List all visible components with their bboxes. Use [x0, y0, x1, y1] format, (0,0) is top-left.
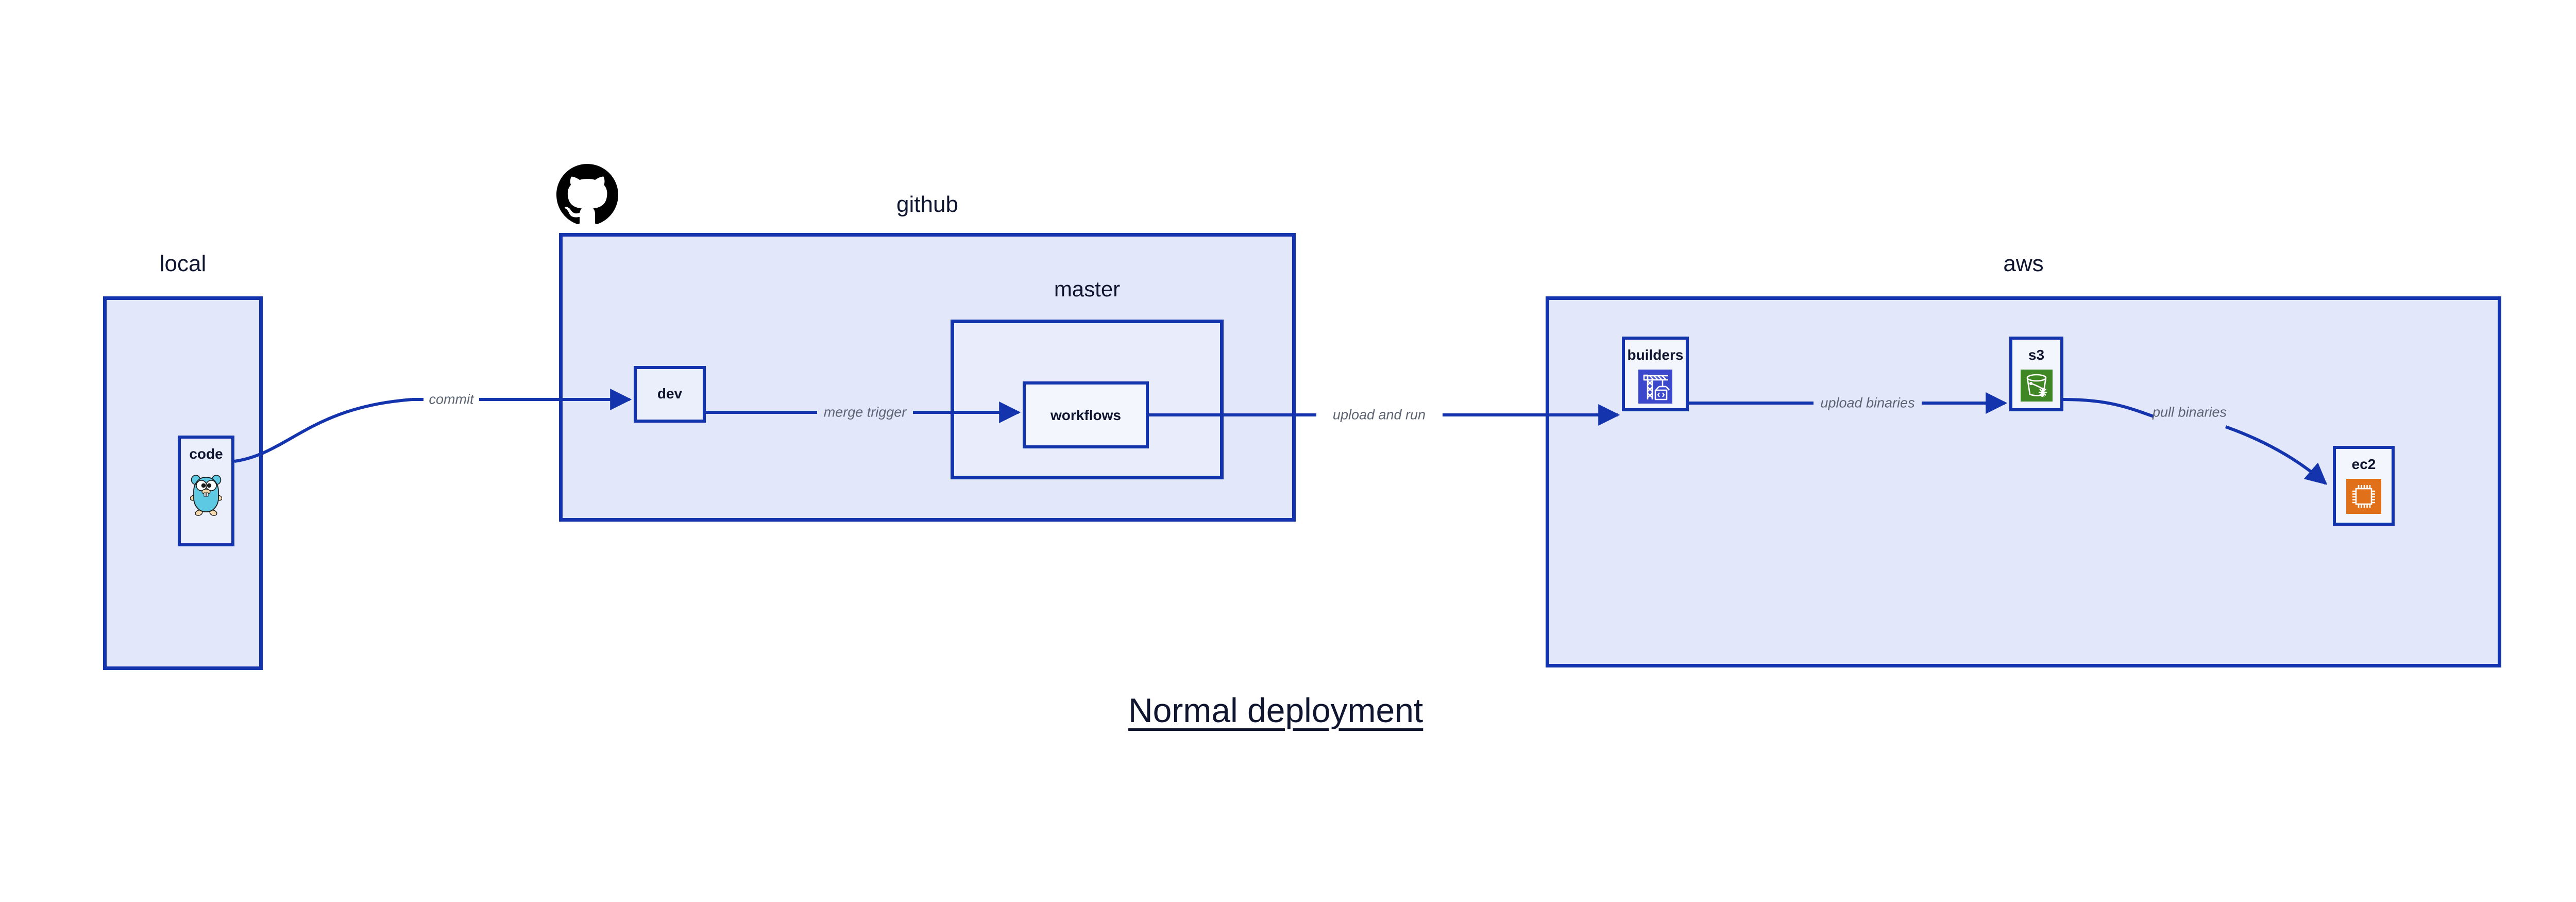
node-workflows[interactable]: workflows [1023, 381, 1149, 448]
aws-cpu-chip-icon [2346, 479, 2381, 514]
edge-label-pull-binaries: pull binaries [2152, 404, 2227, 420]
edge-label-upload-binaries: upload binaries [1820, 395, 1915, 411]
node-label-s3: s3 [2028, 347, 2045, 363]
group-label-local: local [159, 251, 207, 276]
edge-label-merge-trigger: merge trigger [823, 404, 907, 420]
node-ec2[interactable]: ec2 [2333, 446, 2395, 526]
node-label-workflows: workflows [1050, 407, 1121, 423]
node-code[interactable]: code [178, 436, 234, 546]
node-label-builders: builders [1627, 347, 1684, 363]
go-gopher-icon [190, 469, 223, 516]
aws-crane-icon [1638, 370, 1672, 404]
group-label-aws: aws [2003, 251, 2044, 276]
aws-bucket-icon [2020, 370, 2053, 402]
node-dev[interactable]: dev [634, 366, 706, 423]
edge-label-upload-and-run: upload and run [1332, 407, 1426, 423]
edge-label-commit: commit [429, 391, 474, 407]
github-octocat-icon [556, 164, 618, 226]
page-title: Normal deployment [1128, 691, 1423, 729]
node-s3[interactable]: s3 [2009, 337, 2063, 411]
node-builders[interactable]: builders [1622, 337, 1689, 411]
group-label-github: github [896, 192, 958, 217]
node-label-ec2: ec2 [2351, 456, 2376, 472]
node-label-dev: dev [657, 386, 683, 402]
node-label-code: code [189, 446, 223, 462]
group-label-master: master [1054, 277, 1121, 301]
